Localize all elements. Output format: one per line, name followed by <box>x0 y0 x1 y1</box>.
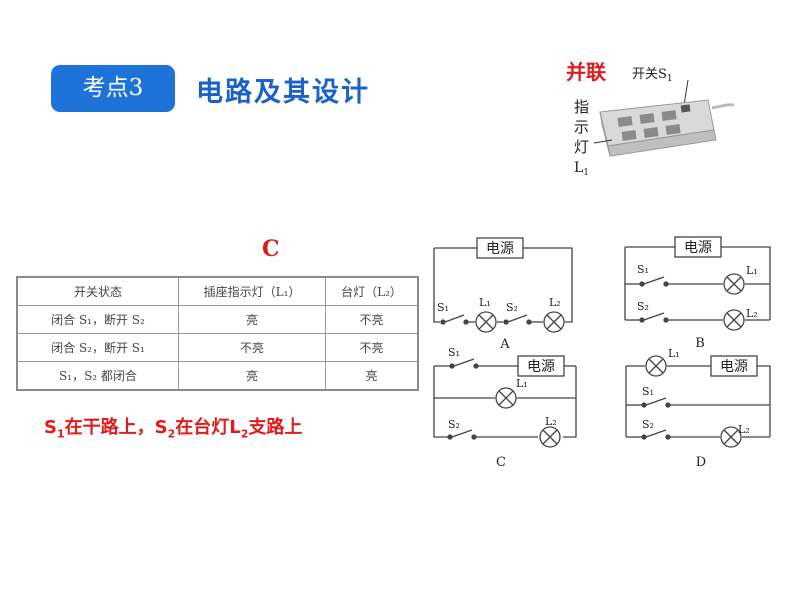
parallel-label: 并联 <box>566 60 606 84</box>
table-cell: 亮 <box>325 361 419 391</box>
circuit-b <box>624 246 771 323</box>
label-l1: L₁ <box>746 264 758 277</box>
power-source-b: 电源 <box>674 236 722 258</box>
label-s1: S₁ <box>437 301 449 314</box>
label-s2: S₂ <box>637 300 649 313</box>
option-c-label: C <box>496 455 506 470</box>
option-b-label: B <box>695 336 705 351</box>
lamp-icon <box>645 355 667 377</box>
circuit-c <box>433 358 577 440</box>
switch-label: 开关S1 <box>632 67 673 84</box>
option-d-label: D <box>696 455 706 470</box>
label-l1: L₁ <box>668 347 680 360</box>
power-source-d: 电源 <box>710 355 758 377</box>
label-l2: L₂ <box>738 423 750 436</box>
topic-badge: 考点3 <box>51 65 175 112</box>
table-cell: 亮 <box>178 305 326 334</box>
svg-text:电源: 电源 <box>527 359 555 375</box>
svg-text:电源: 电源 <box>720 359 748 375</box>
table-cell: 不亮 <box>325 333 419 362</box>
label-s1: S₁ <box>448 346 460 359</box>
option-a-label: A <box>499 337 510 352</box>
answer-letter: C <box>262 236 280 262</box>
switch-state-table: 开关状态 插座指示灯（L₁） 台灯（L₂） 闭合 S₁，断开 S₂ 亮 不亮 闭… <box>16 276 419 391</box>
table-cell: 不亮 <box>178 333 326 362</box>
label-s2: S₂ <box>642 418 654 431</box>
label-l1: L₁ <box>479 296 491 309</box>
lamp-icon <box>723 309 745 331</box>
table-header: 台灯（L₂） <box>325 276 419 306</box>
svg-text:电源: 电源 <box>486 241 514 257</box>
power-source-a: 电源 <box>476 237 524 259</box>
label-l2: L₂ <box>746 307 758 320</box>
table-row: 闭合 S₂，断开 S₁ 不亮 不亮 <box>16 333 419 362</box>
label-l2: L₂ <box>549 296 561 309</box>
power-source-c: 电源 <box>517 355 565 377</box>
indicator-char-2: 示 <box>574 118 589 136</box>
table-cell: 闭合 S₂，断开 S₁ <box>16 333 179 362</box>
conclusion-text: S1在干路上，S2在台灯L2支路上 <box>44 417 303 441</box>
lamp-icon <box>723 273 745 295</box>
table-cell: 亮 <box>178 361 326 391</box>
table-header: 开关状态 <box>16 276 179 306</box>
label-s2: S₂ <box>506 301 518 314</box>
label-l2: L₂ <box>545 415 557 428</box>
circuit-a <box>433 247 573 325</box>
lamp-icon <box>475 311 497 333</box>
power-strip-body <box>599 99 735 157</box>
lamp-icon <box>539 426 561 448</box>
circuit-d <box>625 365 771 440</box>
indicator-char-1: 指 <box>574 98 589 116</box>
lamp-label: L1 <box>574 160 589 178</box>
section-heading: 电路及其设计 <box>196 77 370 108</box>
label-s1: S₁ <box>637 263 649 276</box>
lamp-icon <box>543 311 565 333</box>
label-s2: S₂ <box>448 418 460 431</box>
label-s1: S₁ <box>642 385 654 398</box>
power-strip-illustration: 开关S1 指 示 灯 L1 <box>574 67 735 178</box>
label-l1: L₁ <box>516 377 528 390</box>
svg-text:电源: 电源 <box>684 240 712 256</box>
table-row: S₁，S₂ 都闭合 亮 亮 <box>16 361 419 391</box>
table-cell: 闭合 S₁，断开 S₂ <box>16 305 179 334</box>
lamp-icon <box>495 387 517 409</box>
table-cell: S₁，S₂ 都闭合 <box>16 361 179 391</box>
indicator-char-3: 灯 <box>574 138 589 156</box>
